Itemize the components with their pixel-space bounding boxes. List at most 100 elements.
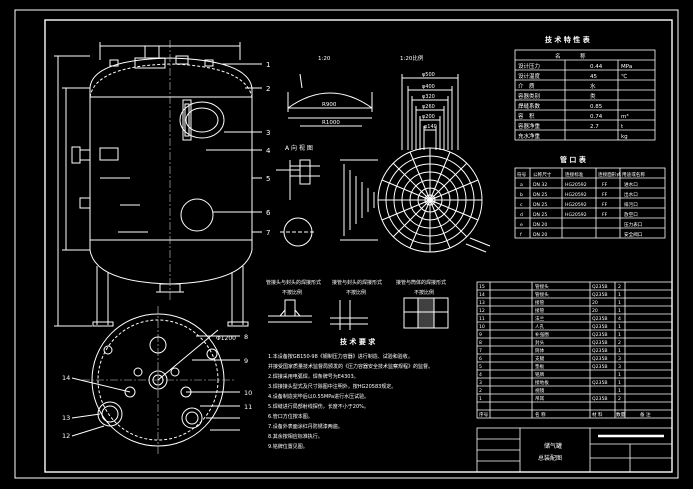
callout-12: 12 xyxy=(62,432,70,440)
bom-no-13: 13 xyxy=(479,300,485,306)
nozzle-std-a: HG20592 xyxy=(565,182,587,188)
nozzle-use-b: 出水口 xyxy=(624,191,638,198)
nozzle-size-f: DN 20 xyxy=(533,232,547,238)
callout-6: 6 xyxy=(266,209,271,217)
bill-of-materials: 15 管接头 Q235B 2 14 管接头 Q235B 1 13 接管 20 1… xyxy=(476,281,673,419)
bom-mat-10: Q235B xyxy=(592,324,608,330)
bom-qty-6: 3 xyxy=(618,356,621,362)
bom-head-mat: 材 料 xyxy=(592,411,603,418)
notes-title: 技 术 要 求 xyxy=(340,337,376,346)
weld-details xyxy=(268,297,449,330)
nozzle-use-f: 安全阀口 xyxy=(624,231,643,238)
spec-unit-7: t xyxy=(621,124,624,130)
dim-400: φ400 xyxy=(422,84,435,90)
bom-name-15: 管接头 xyxy=(535,283,549,290)
bom-qty-1: 2 xyxy=(618,396,621,402)
nozzle-size-d: DN 25 xyxy=(533,212,547,218)
detail-titles: 管接头与封头的焊接形式 接管与封头的焊接形式 接管与筒体的焊接形式 不按比例 不… xyxy=(266,279,446,296)
spec-unit-1: MPa xyxy=(621,64,632,70)
bom-qty-11: 4 xyxy=(618,316,621,322)
callout-3: 3 xyxy=(266,129,270,137)
dim-r900: R900 xyxy=(322,102,337,108)
bom-name-13: 接管 xyxy=(535,299,545,306)
note-line-6: 5.焊缝进行局部射线探伤，长度不小于20%。 xyxy=(268,403,369,410)
bom-name-2: 视镜 xyxy=(535,387,545,394)
callout-2: 2 xyxy=(266,85,270,93)
bom-qty-4: 1 xyxy=(618,372,621,378)
detail-sub-1: 不按比例 xyxy=(282,289,302,296)
bom-name-1: 吊耳 xyxy=(535,396,545,402)
nozzle-head-5: 用途或名称 xyxy=(622,171,645,178)
detail-title-2: 接管与封头的焊接形式 xyxy=(332,279,382,286)
spec-unit-2: ℃ xyxy=(621,73,627,80)
detail-title-1: 管接头与封头的焊接形式 xyxy=(266,279,321,286)
spec-value-4: 类 xyxy=(590,92,596,100)
plan-callouts: 14 13 12 8 9 10 11 Φ1200 xyxy=(62,333,252,440)
dim-260: φ260 xyxy=(422,104,435,110)
note-line-9: 8.其余按相应标准执行。 xyxy=(268,433,323,440)
bom-no-3: 3 xyxy=(479,380,482,386)
coil-dim-labels: 1:20比例 φ500 φ400 φ320 φ260 φ200 φ140 xyxy=(400,54,437,130)
callout-1: 1 xyxy=(266,61,270,69)
bom-mat-14: Q235B xyxy=(592,292,608,298)
coil-detail xyxy=(340,74,491,253)
bom-no-9: 9 xyxy=(479,332,482,338)
bom-mat-13: 20 xyxy=(592,300,598,306)
bom-no-12: 12 xyxy=(479,308,485,314)
bom-mat-3: Q235B xyxy=(592,380,608,386)
spec-value-2: 45 xyxy=(590,74,597,80)
bom-qty-5: 3 xyxy=(618,364,621,370)
weld-detail-top: A 向 视 图 xyxy=(276,144,320,247)
spec-name-4: 容器类别 xyxy=(518,92,540,100)
spec-value-3: 水 xyxy=(590,82,596,90)
spec-name-1: 设计压力 xyxy=(518,62,540,70)
spec-head-1: 名 xyxy=(555,52,561,60)
spec-table: 技 术 特 性 表 名 称 设计压力 0.44 MPa 设计温度 45 ℃ 介 … xyxy=(514,35,656,141)
bom-mat-6: Q235B xyxy=(592,356,608,362)
bom-head-name: 名 称 xyxy=(535,411,546,418)
nozzle-mark-b: b xyxy=(520,192,523,198)
note-line-2: 并接受国家质量技术监督局颁发的《压力容器安全技术监察规程》的监督。 xyxy=(268,363,433,370)
title-block: 储气罐 总装配图 xyxy=(476,427,673,473)
dim-200: φ200 xyxy=(422,114,435,120)
bom-no-15: 15 xyxy=(479,284,485,290)
note-line-10: 9.铭牌位置见图。 xyxy=(268,443,308,450)
nozzle-mark-e: e xyxy=(520,223,523,228)
spec-unit-6: m³ xyxy=(621,113,629,120)
bom-name-12: 接管 xyxy=(535,307,545,314)
note-line-4: 3.焊接接头型式及尺寸除图中注明外，按HG20583规定。 xyxy=(268,383,396,390)
spec-table-title: 技 术 特 性 表 xyxy=(545,35,591,44)
nozzle-head-3: 连接标准 xyxy=(565,171,584,178)
nozzle-face-a: FF xyxy=(602,182,608,188)
nozzle-head-4: 连接面形式 xyxy=(598,171,621,178)
bom-name-5: 垫板 xyxy=(535,363,545,370)
bom-no-11: 11 xyxy=(479,316,485,322)
bom-name-11: 法兰 xyxy=(535,315,545,322)
callout-7: 7 xyxy=(266,229,270,237)
nozzle-face-b: FF xyxy=(602,192,608,198)
bom-qty-15: 2 xyxy=(618,284,621,290)
note-line-8: 7.设备外表面涂红丹防锈漆两遍。 xyxy=(268,423,343,430)
bom-qty-13: 1 xyxy=(618,300,621,306)
bom-name-7: 筒体 xyxy=(535,347,545,354)
spec-name-8: 充水净重 xyxy=(518,132,541,140)
dim-140: φ140 xyxy=(424,124,437,130)
scale-label-b: 1:20比例 xyxy=(400,54,424,62)
nozzle-size-b: DN 25 xyxy=(533,192,547,198)
title-line-2: 总装配图 xyxy=(538,454,562,462)
nozzle-use-d: 放空口 xyxy=(624,211,638,218)
bom-mat-11: Q235B xyxy=(592,316,608,322)
nozzle-face-d: FF xyxy=(602,212,608,218)
nozzle-mark-d: d xyxy=(520,212,523,218)
view-label-a: A 向 视 图 xyxy=(285,144,313,152)
bom-name-9: 补强圈 xyxy=(535,331,549,338)
bom-no-10: 10 xyxy=(479,324,485,330)
bom-qty-9: 1 xyxy=(618,332,621,338)
spec-name-2: 设计温度 xyxy=(518,72,541,80)
bom-mat-1: Q235B xyxy=(592,396,608,402)
bom-qty-12: 1 xyxy=(618,308,621,314)
bom-name-6: 支腿 xyxy=(535,355,545,362)
head-detail xyxy=(287,73,373,127)
spec-head-2: 称 xyxy=(580,52,586,60)
nozzle-use-e: 压力表口 xyxy=(624,221,643,228)
